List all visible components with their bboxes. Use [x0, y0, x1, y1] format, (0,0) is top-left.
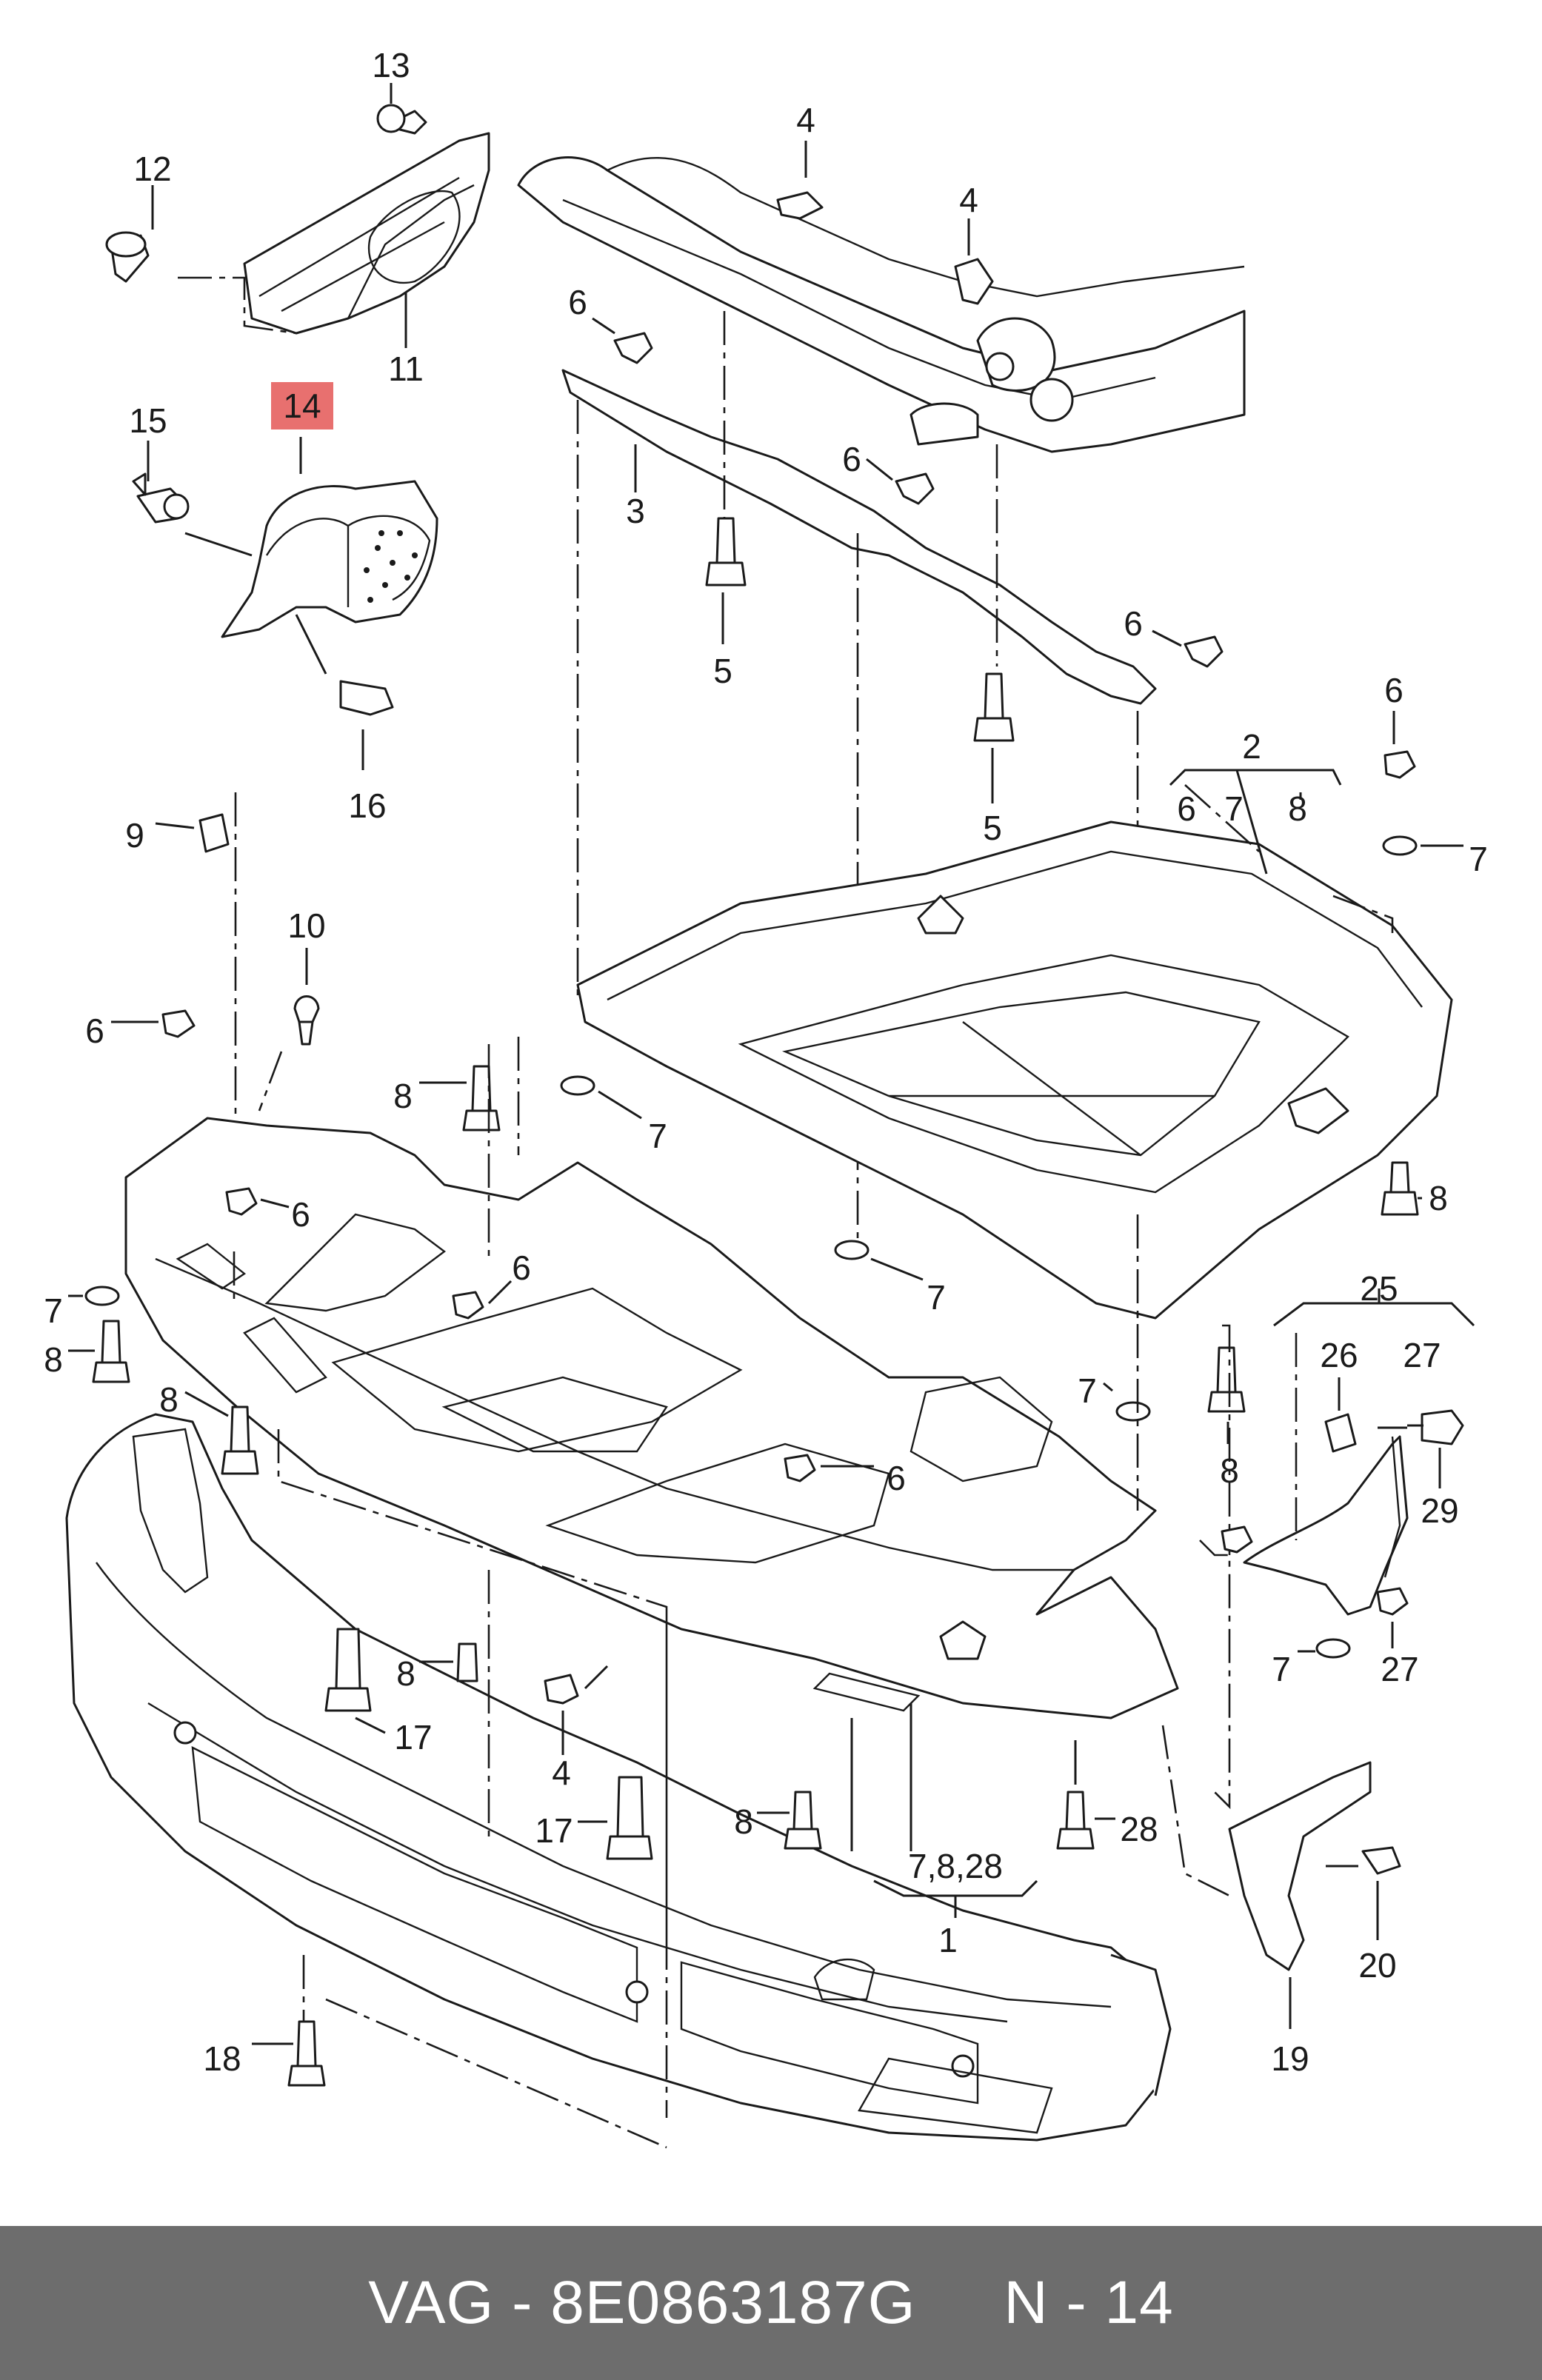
parts-diagram: 14 1312114461536561652678679106878667725… — [44, 46, 1488, 2149]
callout-label-c8f: 8 — [1220, 1451, 1239, 1490]
callout-label-c6d: 6 — [1177, 789, 1196, 828]
bracket-25-illustration — [1199, 1288, 1475, 1810]
subframe-illustration — [517, 141, 1246, 1318]
part-14-illustration — [132, 437, 438, 770]
callout-label-c1: 1 — [938, 1921, 958, 1959]
callout-label-c29: 29 — [1421, 1491, 1458, 1530]
undertray-2-illustration — [576, 711, 1463, 1320]
callout-label-c17b: 17 — [535, 1811, 573, 1850]
callout-label-c10: 10 — [287, 906, 325, 945]
callout-label-c18: 18 — [203, 2039, 241, 2078]
callout-label-c16: 16 — [348, 786, 386, 825]
callout-label-c7g: 7 — [1272, 1650, 1291, 1688]
callout-label-c5a: 5 — [713, 652, 732, 690]
footer-part-reference: VAG - 8E0863187G N - 14 — [368, 2269, 1174, 2336]
left-fasteners-illustration — [111, 792, 320, 1126]
callout-label-c8d: 8 — [44, 1340, 63, 1379]
callout-label-c2: 2 — [1242, 727, 1261, 766]
undertray-1-illustration — [124, 1117, 1179, 1719]
callout-label-c20: 20 — [1358, 1946, 1396, 1985]
callout-label-c8a: 8 — [1288, 789, 1307, 828]
callout-label-c8e: 8 — [159, 1380, 178, 1419]
callout-label-c7f: 7 — [1078, 1371, 1097, 1410]
callout-label-c728: 7,8,28 — [908, 1847, 1003, 1885]
callout-label-c28: 28 — [1120, 1810, 1158, 1848]
highlight-label-14: 14 — [283, 387, 321, 425]
callout-label-c13: 13 — [372, 46, 410, 84]
callout-label-c6b: 6 — [842, 440, 861, 478]
callout-label-c7a: 7 — [1224, 789, 1244, 828]
callout-label-c27a: 27 — [1403, 1336, 1441, 1374]
bumper-illustration — [65, 1413, 1172, 2142]
callout-label-c7c: 7 — [648, 1117, 667, 1155]
bottom-fasteners-illustration — [252, 1429, 1401, 2149]
callout-label-c3: 3 — [626, 492, 645, 530]
callout-label-c7b: 7 — [1469, 840, 1488, 878]
callout-label-c15: 15 — [129, 401, 167, 440]
callout-label-c7e: 7 — [44, 1291, 63, 1330]
callout-label-c6h: 6 — [512, 1249, 531, 1287]
callout-label-c9: 9 — [125, 816, 144, 855]
callout-label-c8g: 8 — [396, 1654, 415, 1693]
callout-label-c27b: 27 — [1381, 1650, 1418, 1688]
callout-label-c6i: 6 — [887, 1459, 906, 1497]
callout-label-c19: 19 — [1271, 2039, 1309, 2078]
footer-bar: VAG - 8E0863187G N - 14 — [0, 2226, 1542, 2380]
callout-label-c6g: 6 — [291, 1195, 310, 1234]
callout-label-c7d: 7 — [927, 1278, 946, 1317]
bracket-11-illustration — [105, 83, 490, 348]
callout-label-c8b: 8 — [393, 1077, 413, 1115]
callout-label-c4b: 4 — [959, 181, 978, 219]
callout-label-c6e: 6 — [1384, 671, 1404, 709]
callout-label-c4a: 4 — [796, 101, 815, 139]
callout-label-c26: 26 — [1320, 1336, 1358, 1374]
callout-label-c6c: 6 — [1124, 604, 1143, 643]
undertray-fasteners-illustration — [68, 1037, 1246, 1555]
callout-label-c6a: 6 — [568, 283, 587, 321]
callout-label-c8c: 8 — [1429, 1179, 1448, 1217]
callout-label-c6f: 6 — [85, 1012, 104, 1050]
callout-label-c4c: 4 — [552, 1754, 571, 1792]
callout-label-c5b: 5 — [983, 809, 1002, 847]
callout-label-c8h: 8 — [734, 1802, 753, 1841]
callout-label-c11: 11 — [388, 350, 424, 388]
highlight-marker-14 — [271, 382, 333, 429]
callout-label-c25: 25 — [1360, 1269, 1398, 1308]
callout-label-c17a: 17 — [394, 1718, 432, 1756]
callout-label-c12: 12 — [133, 150, 171, 188]
